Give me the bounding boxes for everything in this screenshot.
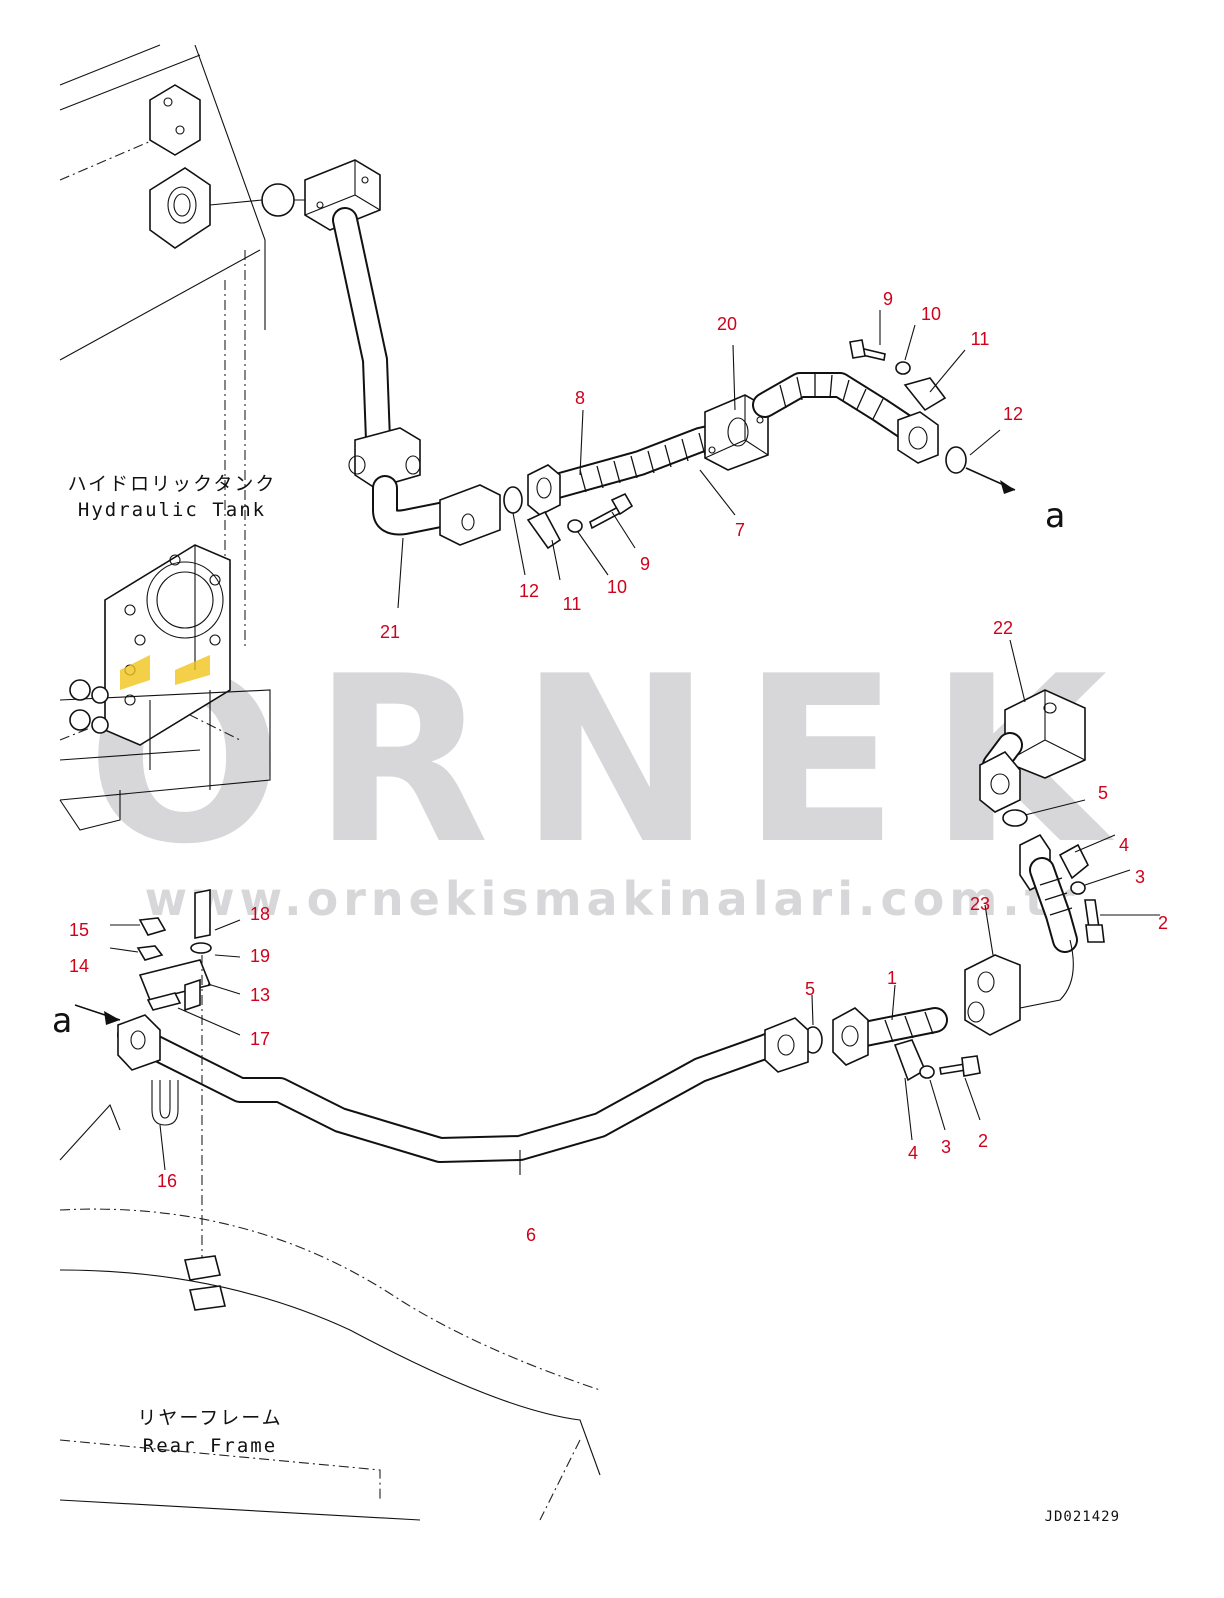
hydraulic-tank-label-jp: ハイドロリックタンク: [68, 473, 277, 495]
part-10-washer-right: [895, 361, 911, 375]
part-number-16: 16: [157, 1171, 177, 1191]
highlight-mark: [120, 655, 150, 690]
part-2-bolt-upper: [1084, 899, 1105, 943]
part-number-6: 6: [526, 1225, 536, 1245]
part-number-18: 18: [250, 904, 270, 924]
part-20-bracket: [704, 394, 769, 471]
arrow-to-a-lower: [74, 1004, 121, 1025]
arrow-to-a-upper: [965, 467, 1016, 494]
part-9-bolt-right: [849, 339, 886, 361]
part-11-clamp-left: [526, 510, 562, 550]
part-16-ubolt: [151, 1080, 179, 1126]
part-number-2: 2: [978, 1131, 988, 1151]
labels: ハイドロリックタンク Hydraulic Tank リヤーフレーム Rear F…: [52, 473, 1120, 1525]
part-number-20: 20: [717, 314, 737, 334]
part-number-13: 13: [250, 985, 270, 1005]
part-15-nut: [138, 917, 167, 936]
rear-frame-label-en: Rear Frame: [143, 1435, 277, 1457]
part-1-hose-lower: [832, 1007, 948, 1066]
reference-letter-a: a: [52, 1001, 72, 1041]
highlight-mark: [175, 655, 210, 685]
part-4-clamp-upper: [1058, 843, 1090, 880]
part-21-tube: [304, 159, 501, 546]
part-number-5: 5: [805, 979, 815, 999]
part-number-15: 15: [69, 920, 89, 940]
drawing-id: JD021429: [1045, 1509, 1120, 1525]
part-19-washer: [190, 942, 212, 954]
part-number-11: 11: [971, 329, 990, 349]
part-1-hose-upper: [1009, 833, 1078, 1011]
reference-letter-a: a: [1045, 496, 1065, 536]
part-10-washer-left: [567, 519, 583, 533]
valve-block: [59, 544, 271, 831]
part-number-23: 23: [970, 894, 990, 914]
part-number-9: 9: [640, 554, 650, 574]
part-22-block: [979, 689, 1086, 813]
fitting-bolt: [69, 679, 109, 734]
part-3-washer-lower: [919, 1065, 935, 1079]
part-23-bracket: [964, 954, 1021, 1036]
part-number-3: 3: [1135, 867, 1145, 887]
part-7-hose-upper: [752, 372, 939, 464]
part-number-21: 21: [380, 622, 400, 642]
part-number-2: 2: [1158, 913, 1168, 933]
rear-frame-outline: [59, 1103, 601, 1521]
part-numbers: 9 10 11 20 12 8 7 9 10 12 11 21 22 5 4 3…: [69, 289, 1168, 1245]
part-number-4: 4: [1119, 835, 1129, 855]
part-number-8: 8: [575, 388, 585, 408]
part-5-oring-upper: [1002, 809, 1028, 827]
tank-port-flange: [149, 167, 211, 249]
watermark-url: www.ornekismakinalari.com.tr: [145, 872, 1080, 926]
hydraulic-tank-label-en: Hydraulic Tank: [78, 499, 266, 521]
leader-lines: [109, 310, 1160, 1175]
part-number-12: 12: [1003, 404, 1023, 424]
part-number-11: 11: [563, 594, 582, 614]
part-9-bolt-left: [589, 492, 634, 530]
tank-top-bracket: [149, 84, 201, 156]
part-number-7: 7: [735, 520, 745, 540]
frame-tab: [184, 1255, 226, 1311]
part-number-5: 5: [1098, 783, 1108, 803]
part-number-1: 1: [887, 968, 897, 988]
part-number-22: 22: [993, 618, 1013, 638]
part-number-10: 10: [607, 577, 627, 597]
part-11-clamp-right: [903, 377, 947, 412]
part-2-bolt-lower: [939, 1055, 981, 1077]
part-18-bolt: [194, 889, 211, 939]
rear-frame-label-jp: リヤーフレーム: [137, 1407, 282, 1429]
bracket-group: [136, 889, 212, 1260]
part-number-9: 9: [883, 289, 893, 309]
part-12-oring-right: [945, 446, 967, 474]
part-12-oring-left: [503, 486, 523, 514]
part-number-3: 3: [941, 1137, 951, 1157]
part-number-14: 14: [69, 956, 89, 976]
part-number-12: 12: [519, 581, 539, 601]
oring-leader-circle: [261, 183, 295, 217]
part-number-19: 19: [250, 946, 270, 966]
part-14-washer: [136, 945, 164, 961]
watermark-brand: ORNEK: [87, 628, 1137, 895]
part-number-17: 17: [250, 1029, 270, 1049]
watermark: ORNEK www.ornekismakinalari.com.tr: [87, 628, 1137, 926]
part-number-4: 4: [908, 1143, 918, 1163]
part-number-10: 10: [921, 304, 941, 324]
part-6-tube: [117, 1014, 809, 1163]
part-3-washer-upper: [1070, 881, 1086, 895]
part-17-shim: [146, 992, 182, 1011]
